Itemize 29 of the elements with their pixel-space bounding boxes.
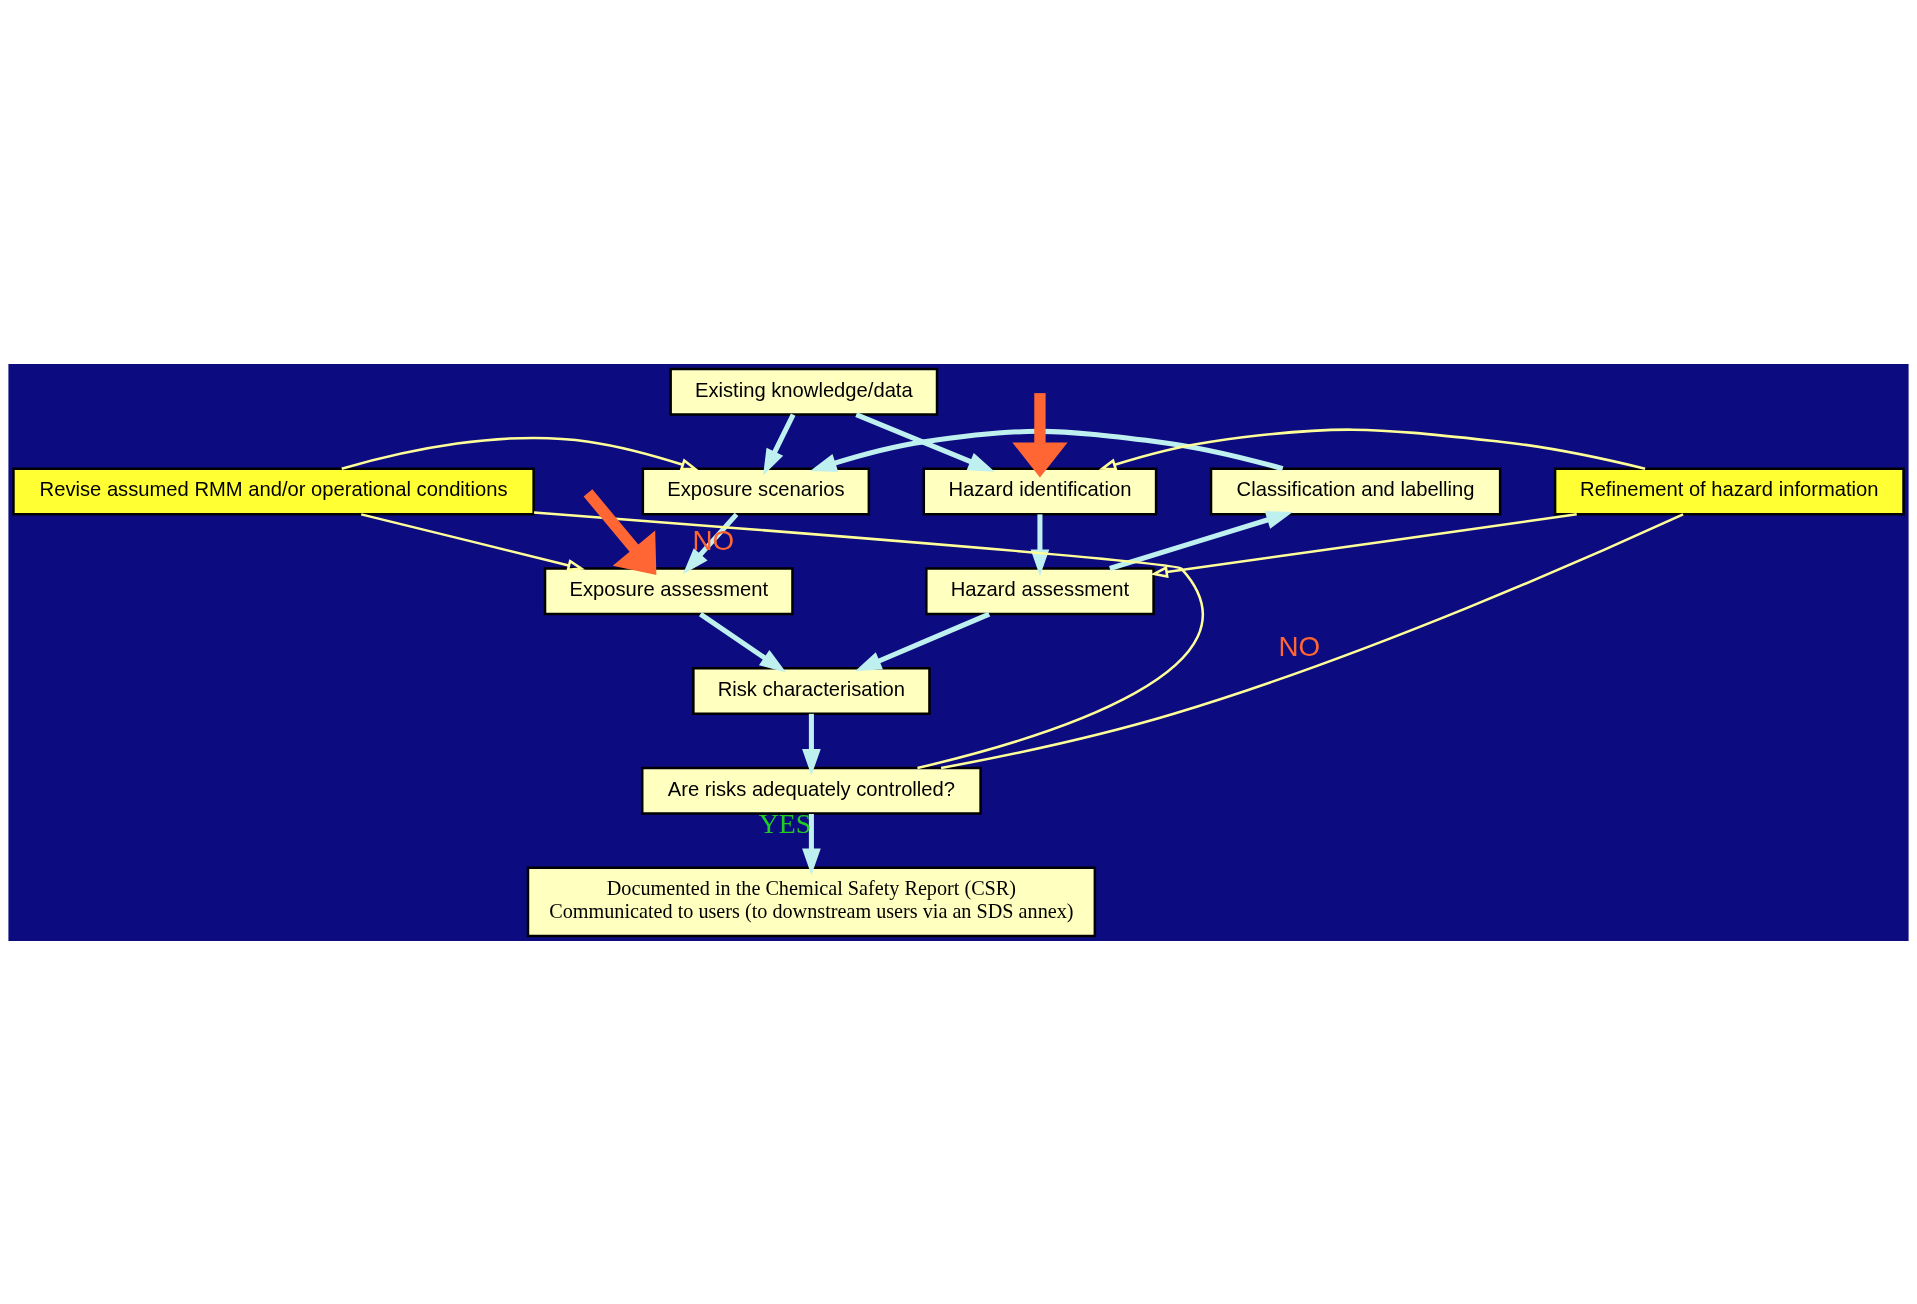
- arrow: [1012, 392, 1068, 477]
- arrow: [583, 488, 657, 575]
- node-box: Exposure assessment: [543, 566, 794, 615]
- connector: [940, 512, 1684, 769]
- arrow: [1109, 510, 1293, 571]
- node-box: Revise assumed RMM and/or operational conditions: [12, 467, 535, 515]
- arrow: [698, 611, 787, 673]
- node-box: Hazard identification: [922, 467, 1158, 515]
- arrow: [341, 436, 699, 470]
- arrow: [810, 428, 1284, 472]
- node-box: Documented in the Chemical Safety Report (CSR) Communicated to users (to downstream users via an SDS annex): [526, 866, 1097, 937]
- node-box: Risk characterisation: [692, 666, 931, 715]
- arrow: [802, 713, 821, 776]
- node-box: Classification and labelling: [1209, 467, 1502, 515]
- connector: [533, 510, 1204, 769]
- edge-label: NO: [1278, 630, 1321, 662]
- arrow: [1030, 513, 1050, 576]
- node-box: Are risks adequately controlled?: [640, 766, 982, 815]
- node-box: Refinement of hazard information: [1553, 467, 1905, 515]
- node-box: Existing knowledge/data: [669, 367, 939, 416]
- arrow: [855, 411, 995, 472]
- node-box: Exposure scenarios: [641, 467, 871, 515]
- arrow: [1150, 512, 1577, 578]
- arrow: [360, 512, 585, 571]
- arrow: [1098, 427, 1646, 470]
- arrow: [763, 413, 796, 476]
- arrow: [802, 813, 821, 875]
- node-box: Hazard assessment: [925, 566, 1155, 615]
- arrow: [854, 611, 991, 671]
